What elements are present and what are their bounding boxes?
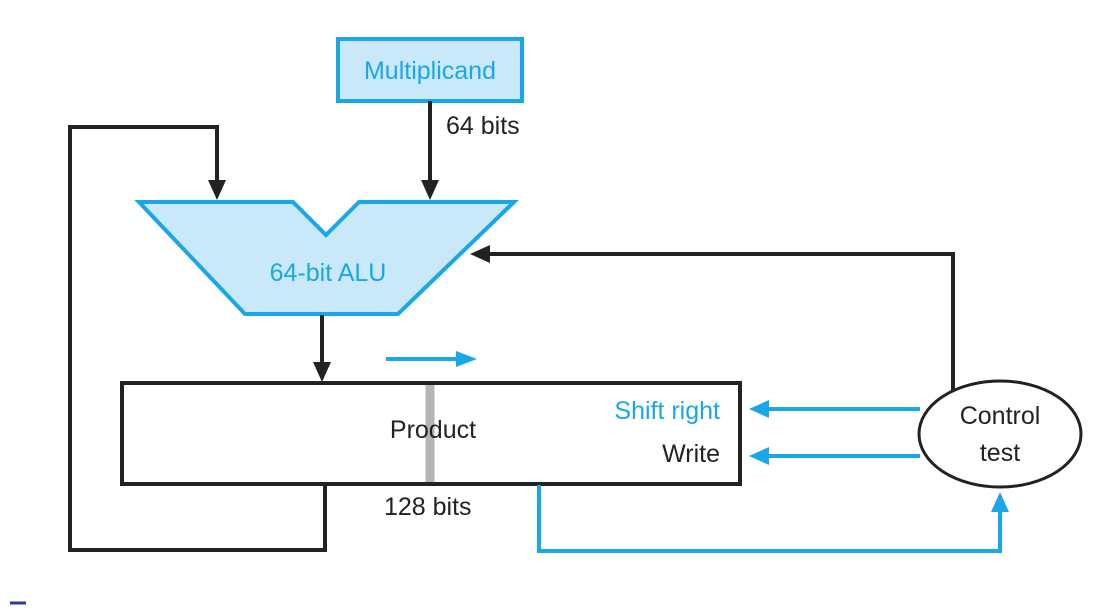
product-feedback-line [68,125,327,552]
control-input-arrowhead [991,492,1009,512]
alu-to-product-arrow [313,315,331,382]
multiplicand-width-label: 64 bits [446,112,520,140]
control-label: Control [960,402,1041,430]
product-to-control-line [537,485,1002,553]
multiplicand-to-alu-arrow [421,101,439,200]
test-label: test [980,439,1020,467]
product-label: Product [390,416,476,444]
alu-left-input-arrowhead [208,180,226,200]
control-test-ellipse [917,379,1083,489]
write-signal-arrow [749,447,920,465]
shift-right-signal-label: Shift right [614,397,720,425]
alu-right-input-arrowhead [470,245,490,263]
shift-right-signal-arrow [749,400,920,418]
control-to-alu-line [490,252,955,390]
product-width-label: 128 bits [384,493,472,521]
multiplicand-label: Multiplicand [364,57,496,85]
alu-label: 64-bit ALU [270,259,387,287]
shift-direction-arrow [386,351,477,367]
write-signal-label: Write [662,440,720,468]
alu-shape [134,200,519,316]
